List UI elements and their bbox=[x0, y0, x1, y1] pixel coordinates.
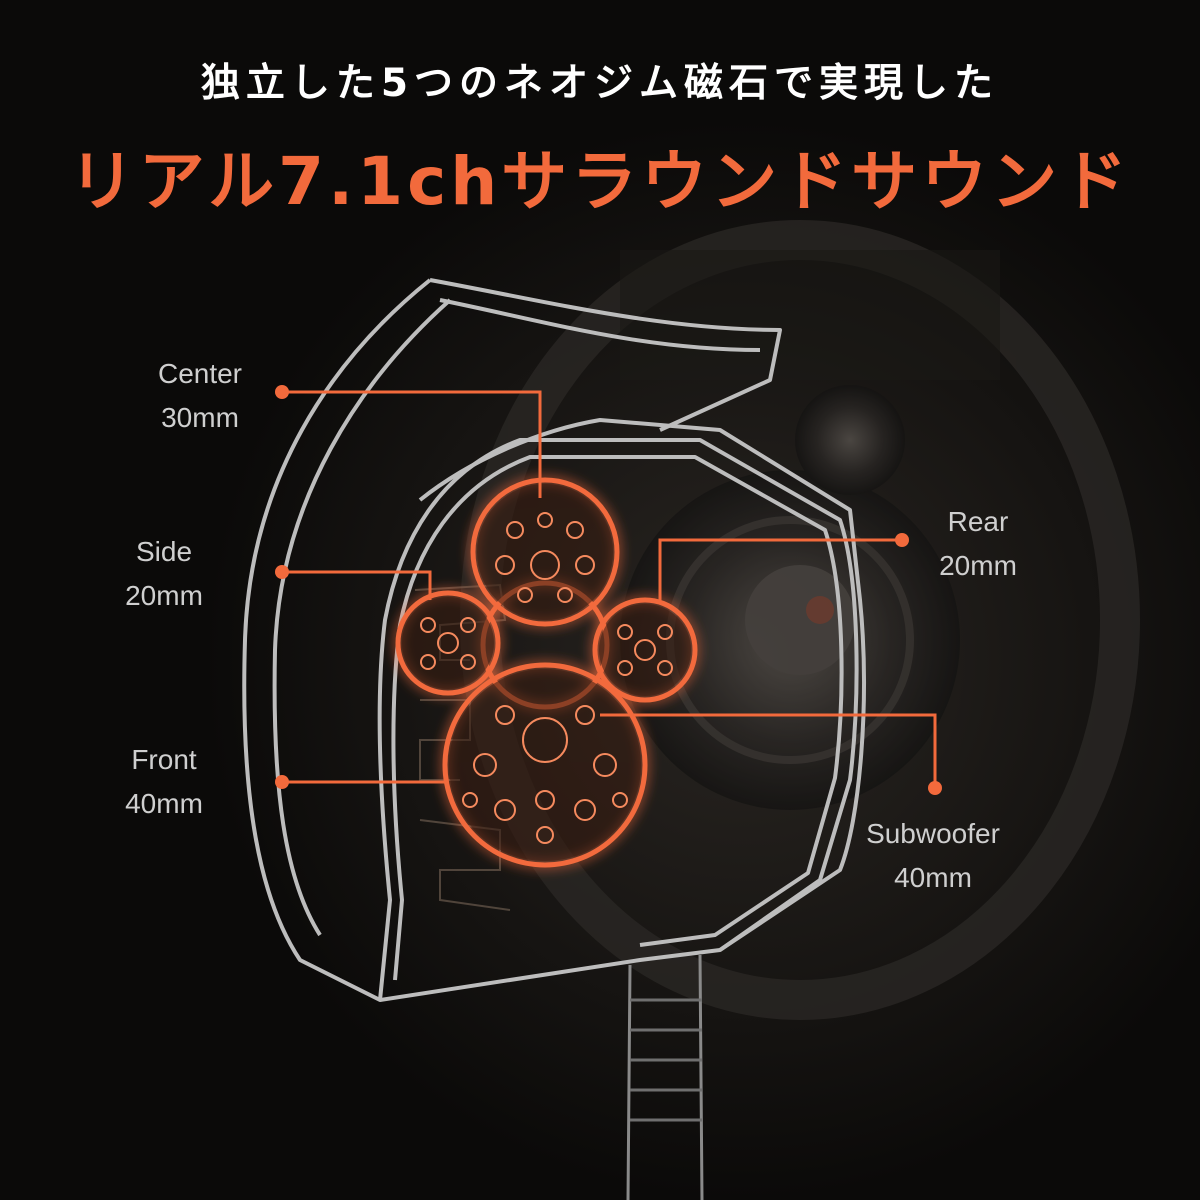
rear-leader-line bbox=[658, 538, 902, 603]
driver-holes bbox=[420, 512, 673, 844]
leader-lines bbox=[282, 390, 937, 788]
side-driver-icon bbox=[395, 590, 501, 696]
label-subwoofer-size: 40mm bbox=[894, 862, 972, 893]
page-title: リアル7.1chサラウンドサウンド bbox=[68, 143, 1132, 220]
label-center-name: Center bbox=[157, 358, 243, 389]
label-front-size: 40mm bbox=[125, 788, 203, 819]
label-rear-size: 20mm bbox=[939, 550, 1017, 581]
label-center: Center 30mm bbox=[140, 352, 260, 440]
label-front-name: Front bbox=[131, 744, 197, 775]
subwoofer-leader-line bbox=[600, 713, 937, 788]
front-driver-icon bbox=[442, 662, 648, 868]
label-side: Side 20mm bbox=[104, 530, 224, 618]
leader-dots bbox=[275, 385, 942, 795]
label-front: Front 40mm bbox=[104, 738, 224, 826]
label-rear-name: Rear bbox=[947, 506, 1009, 537]
label-side-name: Side bbox=[135, 536, 193, 567]
label-center-size: 30mm bbox=[161, 402, 239, 433]
rear-driver-icon bbox=[592, 597, 698, 703]
headset-outline bbox=[242, 278, 866, 1200]
center-leader-line bbox=[282, 390, 542, 498]
headline: 独立した5つのネオジム磁石で実現した bbox=[200, 61, 1000, 106]
label-rear: Rear 20mm bbox=[918, 500, 1038, 588]
label-side-size: 20mm bbox=[125, 580, 203, 611]
label-subwoofer-name: Subwoofer bbox=[866, 818, 1000, 849]
label-subwoofer: Subwoofer 40mm bbox=[848, 812, 1018, 900]
center-driver-icon bbox=[470, 477, 620, 627]
side-leader-line bbox=[282, 570, 432, 600]
